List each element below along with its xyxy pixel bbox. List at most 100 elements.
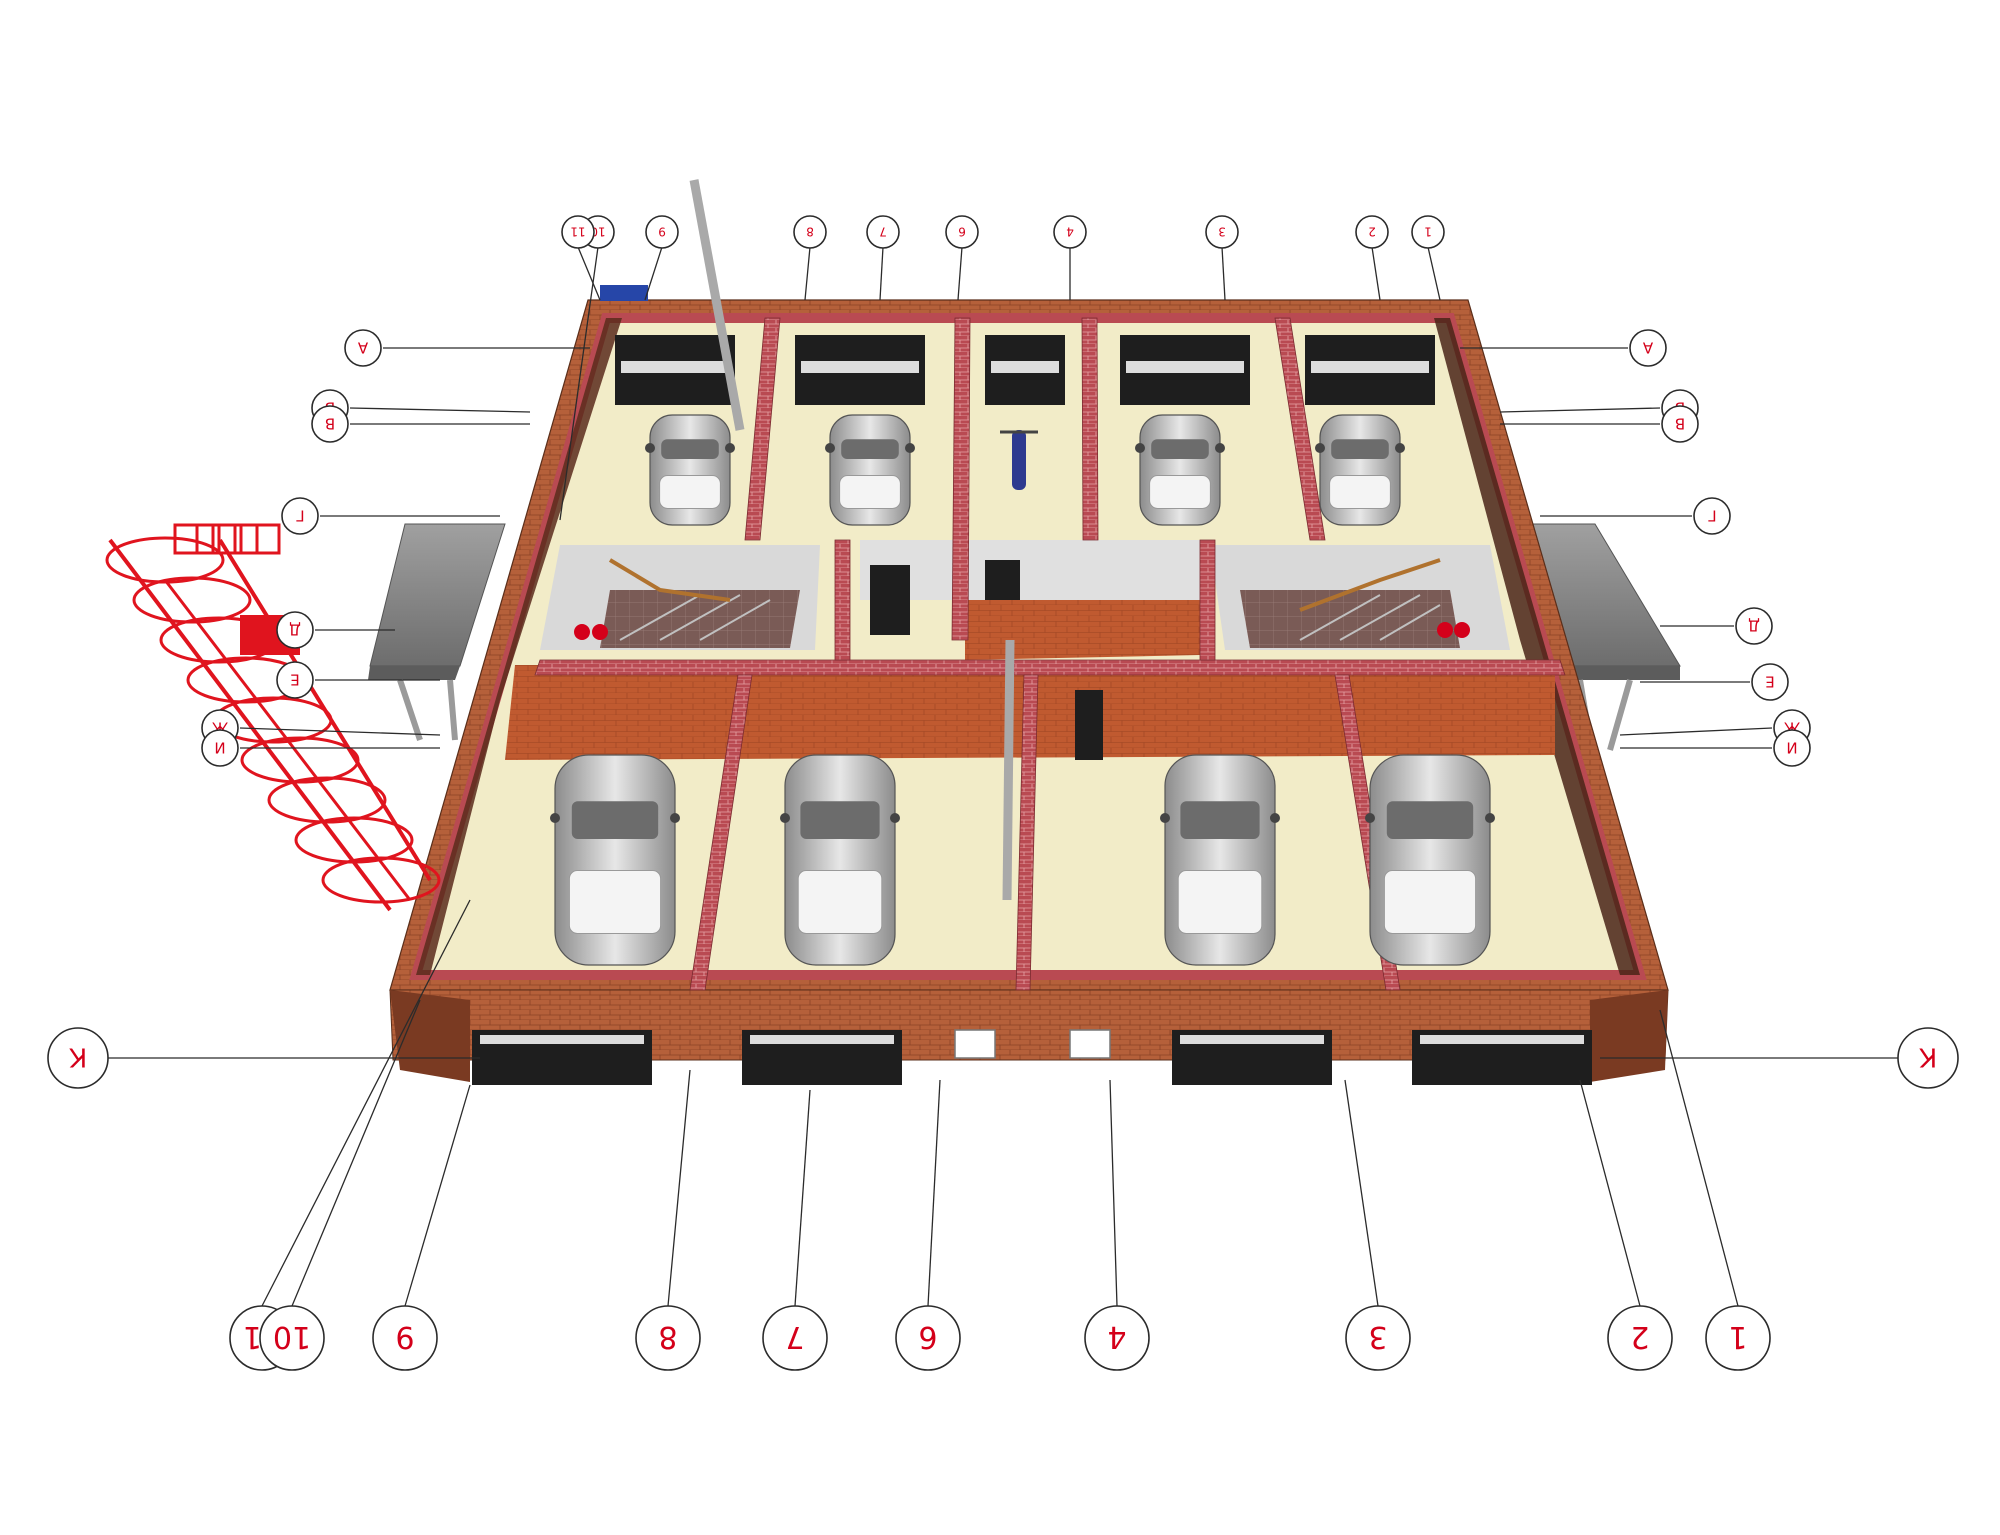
top-axis-bubble: 2 [1355,215,1389,249]
front-gate [472,1030,652,1085]
svg-text:А: А [1642,339,1653,357]
right-axis-bubble: А [1629,329,1667,367]
car [825,414,915,526]
bottom-axis-bubble: 9 [372,1305,438,1371]
back-gate [795,335,925,405]
left-axis-bubble: А [344,329,382,367]
top-axis-bubble: 11 [561,215,595,249]
top-axis-bubble: 4 [1053,215,1087,249]
svg-text:1: 1 [1424,225,1432,239]
svg-text:А: А [357,339,368,357]
central-corridor [860,540,1200,760]
svg-text:2: 2 [1368,225,1376,239]
front-gates [472,1029,1592,1085]
left-canopy [368,523,506,741]
svg-text:Г: Г [295,507,304,525]
partition-wall [1199,539,1216,661]
partition-wall [951,317,971,641]
partition-wall [1274,317,1326,541]
car [1315,414,1405,526]
svg-text:И: И [1786,739,1797,757]
bottom-axis-bubble: 6 [895,1305,961,1371]
svg-text:В: В [325,415,335,433]
partitions [534,317,1566,991]
top-axis-bubble: 8 [793,215,827,249]
svg-text:8: 8 [658,1319,677,1354]
left-axis-bubble: И [201,729,239,767]
svg-text:3: 3 [1218,225,1226,239]
left-axis-bubble: Г [281,497,319,535]
front-window [1069,1029,1111,1059]
svg-text:11: 11 [570,225,585,239]
right-axis-bubble: Д [1735,607,1773,645]
svg-text:К: К [1919,1042,1937,1072]
stair-zone-right [1210,545,1510,650]
svg-text:3: 3 [1368,1319,1387,1354]
car [1160,754,1280,966]
top-axis-bubble: 1 [1411,215,1445,249]
cars [550,414,1495,966]
svg-text:Е: Е [1765,673,1774,691]
svg-text:9: 9 [658,225,666,239]
back-gate [615,335,735,405]
right-axis-bubble: В [1661,405,1699,443]
front-gate [742,1030,902,1085]
axis-grid: 101198764321111098764321АБВГДЕЖИКАБВГДЕЖ… [47,215,1959,1371]
back-gate [1305,335,1435,405]
partition-wall [534,659,1566,676]
car [780,754,900,966]
svg-text:9: 9 [395,1319,414,1354]
right-axis-bubble: И [1773,729,1811,767]
top-axis-bubble: 6 [945,215,979,249]
bottom-axis-bubble: 7 [762,1305,828,1371]
svg-text:7: 7 [879,225,887,239]
back-gate [1120,335,1250,405]
back-gates [615,335,1435,405]
vent-pipes [689,179,1015,901]
svg-text:6: 6 [918,1319,937,1354]
svg-text:7: 7 [785,1319,804,1354]
top-axis-bubble: 3 [1205,215,1239,249]
extinguishers [574,622,1470,640]
car [1365,754,1495,966]
right-axis-bubble: Г [1693,497,1731,535]
svg-text:Г: Г [1707,507,1716,525]
back-gate [985,335,1065,405]
svg-text:В: В [1675,415,1685,433]
left-axis-bubble: Е [276,661,314,699]
svg-text:Д: Д [1748,617,1760,635]
front-facade [389,989,1669,1082]
fire-escape-ladder [105,523,441,912]
partition-wall [834,539,851,661]
car [645,414,735,526]
left-axis-bubble: К [47,1027,109,1089]
partition-wall [744,317,781,541]
car [550,754,680,966]
partition-wall [1081,317,1099,541]
svg-text:Д: Д [289,621,301,639]
left-axis-bubble: В [311,405,349,443]
rooftop-unit [600,285,648,301]
front-gate [1412,1030,1592,1085]
partition-wall [1015,674,1039,991]
motorcycle [1000,430,1038,490]
top-axis-bubble: 7 [866,215,900,249]
svg-text:К: К [69,1042,87,1072]
bottom-axis-bubble: 8 [635,1305,701,1371]
bottom-axis-bubble: 2 [1607,1305,1673,1371]
front-window [954,1029,996,1059]
bottom-axis-bubble: 3 [1345,1305,1411,1371]
svg-text:4: 4 [1066,225,1074,239]
svg-text:10: 10 [273,1319,311,1354]
stair-zone-left [540,545,820,650]
svg-text:6: 6 [958,225,966,239]
left-axis-bubble: Д [276,611,314,649]
svg-text:2: 2 [1630,1319,1649,1354]
car [1135,414,1225,526]
svg-text:8: 8 [806,225,814,239]
svg-text:И: И [214,739,225,757]
right-axis-bubble: Е [1751,663,1789,701]
right-axis-bubble: К [1897,1027,1959,1089]
